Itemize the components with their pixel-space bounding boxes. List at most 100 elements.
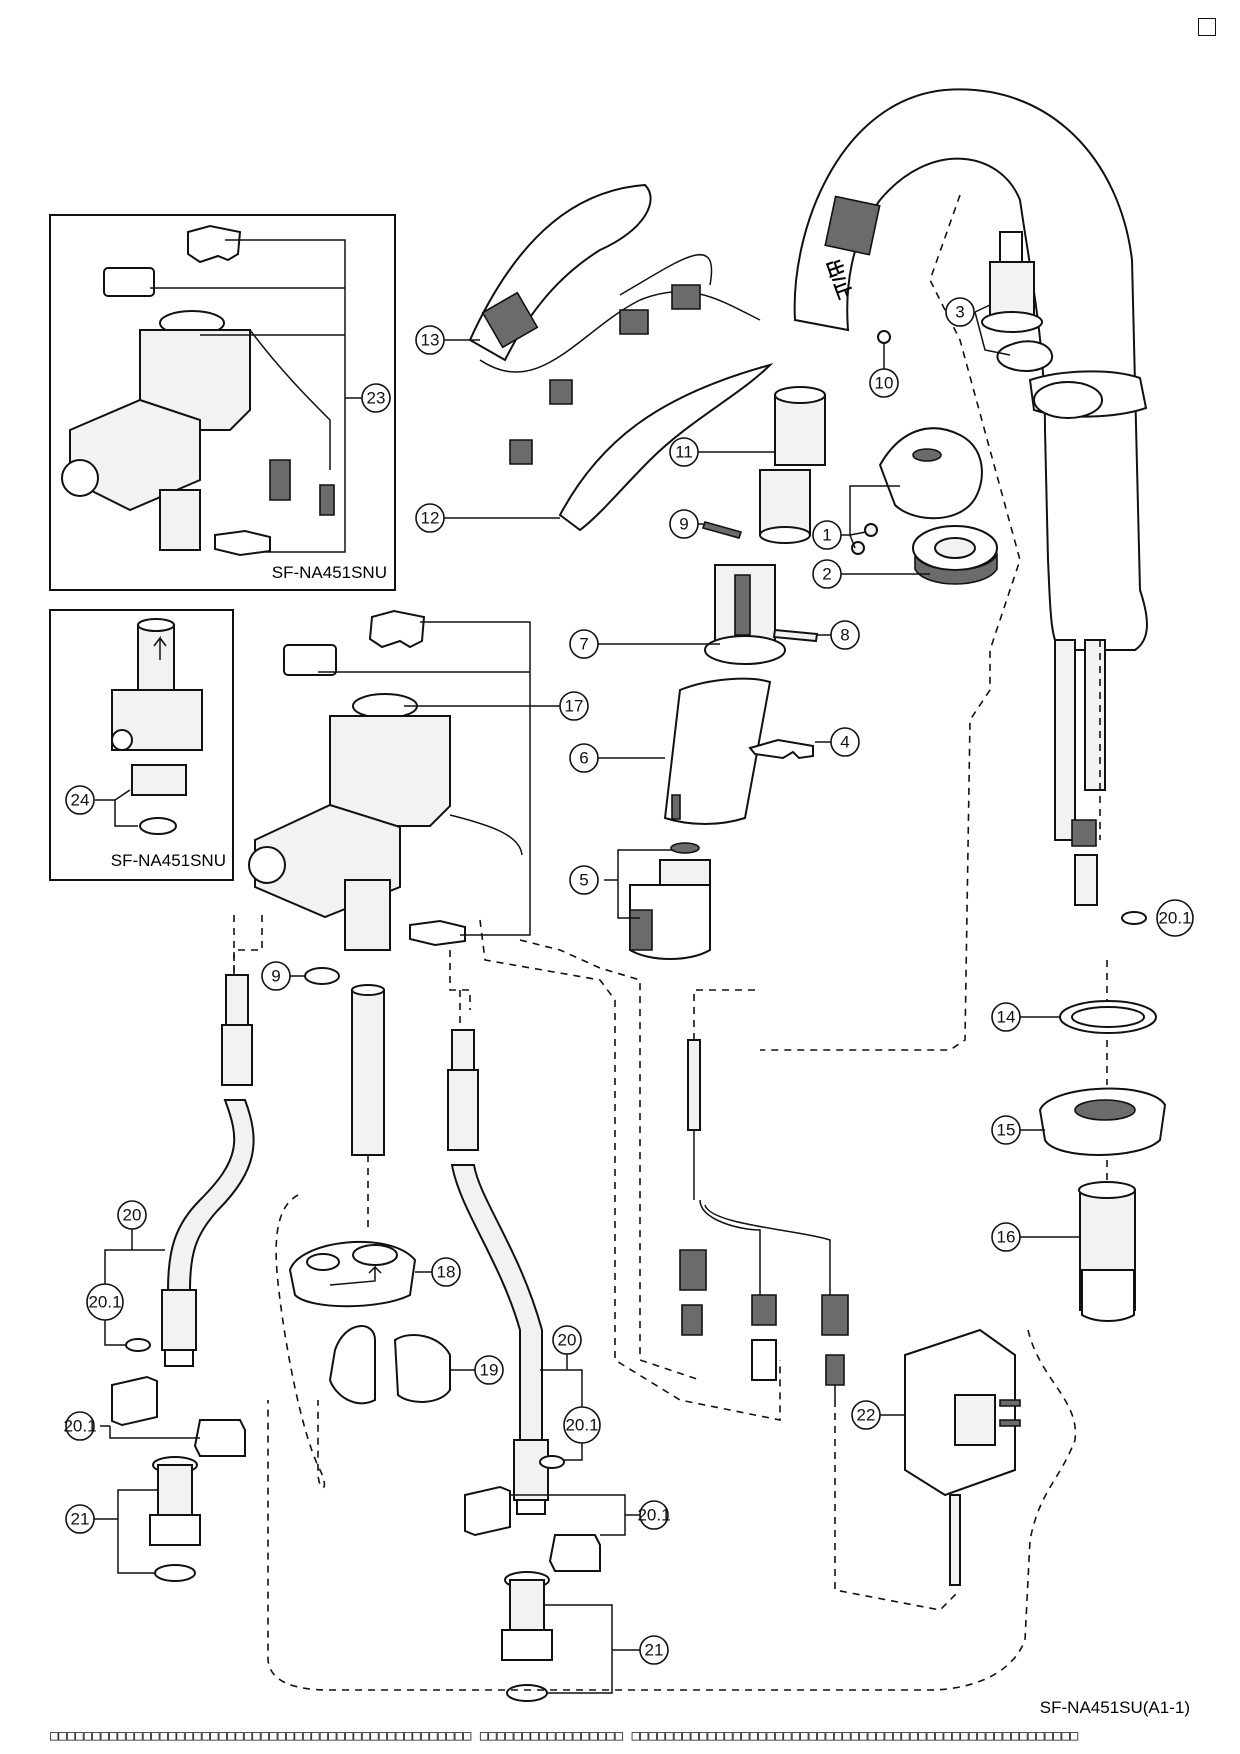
callout-20-right: 20	[552, 1325, 582, 1355]
callout-23: 22	[851, 1400, 881, 1430]
inset-model-label-mid: SF-NA451SNU	[111, 851, 226, 870]
svg-text:10: 10	[875, 374, 894, 393]
svg-text:22: 22	[857, 1406, 876, 1425]
callout-24: 23	[361, 383, 391, 413]
svg-text:6: 6	[579, 749, 588, 768]
callout-17: 17	[559, 691, 589, 721]
part-13-cover	[468, 183, 761, 373]
callout-18: 18	[431, 1257, 461, 1287]
callout-9-upper: 9	[669, 509, 699, 539]
callout-4: 4	[830, 727, 860, 757]
callout-2: 2	[812, 559, 842, 589]
part-21-clips-right	[464, 1485, 601, 1572]
svg-text:20.1: 20.1	[565, 1416, 598, 1435]
callout-6: 6	[569, 743, 599, 773]
svg-text:19: 19	[480, 1361, 499, 1380]
part-6-cover	[663, 677, 772, 825]
callout-15: 15	[991, 1115, 1021, 1145]
callout-25: 24	[65, 785, 95, 815]
svg-text:2: 2	[822, 565, 831, 584]
part-5-adapter	[629, 842, 711, 960]
callout-12: 12	[415, 503, 445, 533]
callout-14: 14	[991, 1002, 1021, 1032]
corner-checkbox	[1198, 18, 1216, 36]
svg-text:13: 13	[421, 331, 440, 350]
part-16-nut	[1078, 1181, 1136, 1322]
svg-text:21: 21	[645, 1641, 664, 1660]
callout-1: 1	[812, 520, 842, 550]
callout-8: 8	[830, 620, 860, 650]
part-1-lever	[851, 427, 983, 555]
callout-3: 3	[945, 297, 975, 327]
svg-text:15: 15	[997, 1121, 1016, 1140]
part-21-clips-left	[111, 1375, 246, 1457]
callout-7: 7	[569, 629, 599, 659]
svg-text:23: 23	[367, 389, 386, 408]
part-11-solenoid	[759, 386, 826, 544]
part-7-valve	[704, 564, 786, 665]
part-20-1-oring-spout	[1121, 911, 1147, 925]
svg-text:18: 18	[437, 1263, 456, 1282]
svg-text:8: 8	[840, 626, 849, 645]
part-2-nut	[912, 525, 998, 585]
callout-10: 10	[869, 368, 899, 398]
callout-9-lower: 9	[261, 961, 291, 991]
part-8-pin	[772, 628, 819, 643]
callout-20-1-right: 20.1	[563, 1406, 601, 1444]
sensor-wiring	[679, 1039, 849, 1400]
part-22-adapter-left	[149, 1456, 201, 1582]
svg-text:4: 4	[840, 733, 849, 752]
flex-hose-center	[351, 984, 385, 1156]
part-10-screw	[877, 330, 891, 344]
svg-text:5: 5	[579, 871, 588, 890]
part-12-bracket	[558, 363, 774, 532]
svg-text:7: 7	[579, 635, 588, 654]
inset-check-valve	[111, 618, 203, 835]
callout-13: 13	[415, 325, 445, 355]
inset-box-sf-na451snu-check	[49, 609, 234, 881]
svg-text:12: 12	[421, 509, 440, 528]
svg-text:20.1: 20.1	[88, 1293, 121, 1312]
part-18-bracket	[288, 1240, 417, 1308]
svg-text:3: 3	[955, 303, 964, 322]
inset-valve-unit	[61, 224, 335, 557]
svg-text:20.1: 20.1	[63, 1417, 96, 1436]
wire-harness	[509, 254, 713, 465]
svg-text:9: 9	[271, 967, 280, 986]
svg-text:20: 20	[558, 1331, 577, 1350]
faucet-spout: 出/止	[793, 88, 1148, 906]
svg-text:11: 11	[675, 443, 693, 462]
callout-19: 19	[474, 1355, 504, 1385]
callout-22-right: 21	[639, 1635, 669, 1665]
svg-text:1: 1	[822, 526, 831, 545]
main-model-label: SF-NA451SU(A1-1)	[1040, 1698, 1190, 1717]
svg-text:16: 16	[997, 1228, 1016, 1247]
callout-5: 5	[569, 865, 599, 895]
callout-11: 11	[669, 437, 699, 467]
callout-16: 16	[991, 1222, 1021, 1252]
callout-20-1-left: 20.1	[86, 1283, 124, 1321]
footer-code-strip: □□□□□□□□□□□□□□□□□□□□□□□□□□□□□□□□□□□□□□□□…	[50, 1728, 1079, 1744]
callout-20-left: 20	[117, 1200, 147, 1230]
svg-text:14: 14	[997, 1008, 1016, 1027]
svg-text:20.1: 20.1	[637, 1506, 670, 1525]
part-9-pin	[701, 521, 743, 539]
svg-text:21: 21	[71, 1510, 90, 1529]
callout-20-1-spout: 20.1	[1156, 899, 1194, 937]
inset-model-label-top: SF-NA451SNU	[272, 563, 387, 582]
part-15-mounting-plate	[1038, 1087, 1167, 1156]
part-20-1-oring-right	[539, 1455, 565, 1469]
part-9-oring	[304, 967, 340, 985]
part-17-valve-unit	[248, 609, 523, 951]
part-23-ac-adapter	[904, 1328, 1021, 1586]
part-3-cartridge	[981, 231, 1054, 373]
svg-text:20.1: 20.1	[1158, 909, 1191, 928]
supply-hose-right	[447, 1029, 549, 1515]
part-4-clip	[748, 738, 814, 760]
part-19-half-rings	[328, 1325, 451, 1405]
part-20-1-oring-left	[125, 1338, 151, 1352]
svg-text:9: 9	[679, 515, 688, 534]
callout-21-right: 20.1	[637, 1500, 671, 1530]
svg-text:17: 17	[565, 697, 584, 716]
svg-text:20: 20	[123, 1206, 142, 1225]
